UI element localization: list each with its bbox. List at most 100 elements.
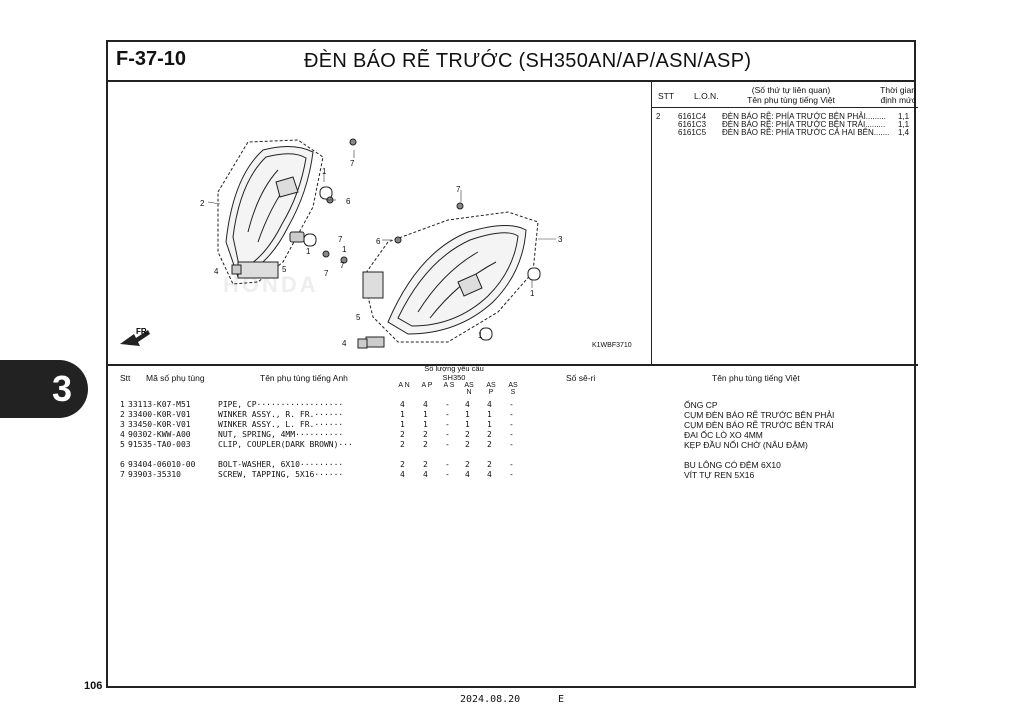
print-date: 2024.08.20 bbox=[460, 694, 521, 705]
parts-col-part-no: Mã số phụ tùng bbox=[146, 373, 205, 383]
row-qty: 2 bbox=[465, 440, 470, 449]
ref-col-lon: L.O.N. bbox=[694, 91, 719, 101]
fr-arrow-icon: FR. bbox=[120, 327, 150, 346]
ref-col-time-2: định mức bbox=[880, 95, 916, 105]
qty-col-header: A P bbox=[421, 382, 433, 389]
row-qty: 1 bbox=[423, 410, 428, 419]
row-qty: 2 bbox=[400, 430, 405, 439]
row-stt: 6 bbox=[120, 460, 125, 469]
row-name-en: PIPE, CP·················· bbox=[218, 400, 344, 409]
row-stt: 4 bbox=[120, 430, 125, 439]
row-qty: 4 bbox=[400, 470, 405, 479]
callout-7: 7 bbox=[338, 235, 343, 244]
row-stt: 1 bbox=[120, 400, 125, 409]
row-stt: 2 bbox=[120, 410, 125, 419]
row-name-vn: KẸP ĐẦU NỐI CHỜ (NÂU ĐẬM) bbox=[684, 440, 808, 450]
row-qty: 4 bbox=[423, 400, 428, 409]
callout-6: 6 bbox=[346, 197, 351, 206]
row-qty: 2 bbox=[423, 440, 428, 449]
page-frame: F-37-10 ĐÈN BÁO RẼ TRƯỚC (SH350AN/AP/ASN… bbox=[106, 40, 918, 688]
parts-col-name-en: Tên phụ tùng tiếng Anh bbox=[260, 373, 348, 383]
ref-stt: 2 bbox=[656, 112, 661, 121]
callout-1: 1 bbox=[478, 331, 483, 340]
section-tab bbox=[0, 360, 88, 418]
ref-col-desc-2: Tên phụ tùng tiếng Việt bbox=[747, 95, 835, 105]
callout-4: 4 bbox=[342, 339, 347, 348]
row-qty: - bbox=[445, 400, 450, 409]
ref-col-time-1: Thời gian bbox=[880, 85, 916, 95]
row-part-no: 90302-KWW-A00 bbox=[128, 430, 191, 439]
row-qty: 4 bbox=[465, 400, 470, 409]
row-qty: 4 bbox=[423, 470, 428, 479]
row-qty: 2 bbox=[400, 460, 405, 469]
row-part-no: 93404-06010-00 bbox=[128, 460, 196, 469]
row-name-vn: CỤM ĐÈN BÁO RẼ TRƯỚC BÊN PHẢI bbox=[684, 410, 835, 420]
callout-7: 7 bbox=[324, 269, 329, 278]
parts-col-model: SH350 bbox=[442, 373, 466, 382]
row-qty: 1 bbox=[487, 420, 492, 429]
row-name-en: WINKER ASSY., R. FR.······ bbox=[218, 410, 344, 419]
callout-1: 1 bbox=[306, 247, 311, 256]
row-qty: - bbox=[445, 470, 450, 479]
ref-col-desc-1: (Số thứ tự liên quan) bbox=[751, 85, 831, 95]
ref-time: 1,4 bbox=[898, 128, 910, 137]
row-qty: 4 bbox=[400, 400, 405, 409]
row-qty: - bbox=[445, 440, 450, 449]
parts-col-stt: Stt bbox=[120, 373, 131, 383]
row-qty: - bbox=[509, 460, 514, 469]
row-qty: - bbox=[445, 420, 450, 429]
row-name-en: WINKER ASSY., L. FR.······ bbox=[218, 420, 344, 429]
header-bar: F-37-10 ĐÈN BÁO RẼ TRƯỚC (SH350AN/AP/ASN… bbox=[108, 42, 914, 82]
callout-5: 5 bbox=[282, 265, 287, 274]
callout-7: 7 bbox=[340, 261, 345, 270]
row-qty: 2 bbox=[465, 460, 470, 469]
callout-1: 1 bbox=[322, 167, 327, 176]
row-name-en: CLIP, COUPLER(DARK BROWN)··· bbox=[218, 440, 353, 449]
row-part-no: 33400-K0R-V01 bbox=[128, 410, 191, 419]
row-qty: 1 bbox=[487, 410, 492, 419]
svg-text:FR.: FR. bbox=[136, 327, 149, 336]
parts-col-name-vn: Tên phụ tùng tiếng Việt bbox=[712, 373, 800, 383]
row-qty: 1 bbox=[465, 420, 470, 429]
row-stt: 5 bbox=[120, 440, 125, 449]
winker-assy-left bbox=[362, 211, 539, 348]
ref-time: 1,1 bbox=[898, 112, 910, 121]
row-name-en: SCREW, TAPPING, 5X16······ bbox=[218, 470, 344, 479]
row-name-en: BOLT-WASHER, 6X10········· bbox=[218, 460, 344, 469]
row-name-vn: ỐNG CP bbox=[684, 400, 718, 410]
callout-3: 3 bbox=[558, 235, 563, 244]
row-stt: 3 bbox=[120, 420, 125, 429]
ref-desc: ĐÈN BÁO RẼ: PHÍA TRƯỚC BÊN PHẢI......... bbox=[722, 112, 886, 121]
row-qty: - bbox=[445, 410, 450, 419]
row-qty: - bbox=[445, 460, 450, 469]
ref-lon: 6161C3 bbox=[678, 120, 707, 129]
ref-desc: ĐÈN BÁO RẼ: PHÍA TRƯỚC CẢ HAI BÊN....... bbox=[722, 128, 890, 137]
parts-col-qty: Số lượng yêu cầu bbox=[424, 364, 484, 373]
row-qty: 1 bbox=[423, 420, 428, 429]
qty-col-header: A N bbox=[398, 382, 410, 389]
row-qty: 2 bbox=[465, 430, 470, 439]
row-name-vn: BU LÔNG CÓ ĐỆM 6X10 bbox=[684, 460, 781, 470]
qty-col-header: AS N bbox=[464, 382, 474, 396]
section-divider bbox=[108, 364, 918, 366]
row-qty: - bbox=[509, 420, 514, 429]
row-qty: 1 bbox=[400, 420, 405, 429]
row-qty: 1 bbox=[465, 410, 470, 419]
pipe-cp-parts bbox=[303, 186, 541, 341]
row-part-no: 33450-K0R-V01 bbox=[128, 420, 191, 429]
ref-col-stt: STT bbox=[658, 91, 675, 101]
row-part-no: 91535-TA0-003 bbox=[128, 440, 191, 449]
row-qty: 4 bbox=[465, 470, 470, 479]
row-part-no: 33113-K07-M51 bbox=[128, 400, 191, 409]
qty-col-header: AS S bbox=[508, 382, 518, 396]
row-name-vn: ĐAI ỐC LÒ XO 4MM bbox=[684, 430, 763, 440]
row-qty: - bbox=[509, 470, 514, 479]
row-name-en: NUT, SPRING, 4MM·········· bbox=[218, 430, 344, 439]
reference-table: STT L.O.N. (Số thứ tự liên quan) Tên phụ… bbox=[652, 82, 918, 364]
row-qty: - bbox=[509, 430, 514, 439]
callout-1: 1 bbox=[342, 245, 347, 254]
figure-ref-code: K1WBF3710 bbox=[592, 342, 632, 349]
page-number: 106 bbox=[84, 680, 103, 692]
edition-code: E bbox=[558, 694, 565, 705]
row-qty: - bbox=[509, 440, 514, 449]
